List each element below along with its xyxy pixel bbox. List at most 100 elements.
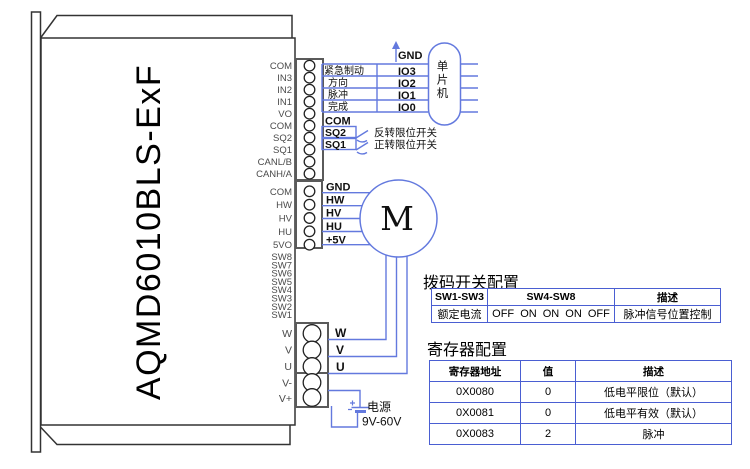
- register-desc-cell: 低电平有效（默认）: [575, 402, 732, 424]
- power-wires: [328, 389, 370, 428]
- io-label: IO2: [398, 78, 416, 90]
- wire-labels: GND IO3 IO2 IO1 IO0 紧急制动 方向 脉冲 完成 COM SQ…: [324, 50, 437, 429]
- device-model-label: AQMD6010BLS-ExF: [130, 64, 168, 400]
- pin-label: V+: [279, 393, 292, 405]
- column-header: SW1-SW3: [431, 288, 488, 306]
- pin-label: COM: [270, 61, 292, 72]
- power-supply-label: 电源: [367, 400, 391, 414]
- pin-label: HU: [278, 227, 292, 238]
- dip-table-title: 拨码开关配置: [423, 275, 520, 292]
- mcu-block: [427, 42, 462, 126]
- dip-pin-label: SW4: [271, 285, 292, 296]
- sq2-label: SQ2: [325, 127, 346, 139]
- gnd-arrow-icon: [392, 41, 400, 49]
- signal-wires: [321, 48, 478, 155]
- column-header: 寄存器地址: [429, 360, 521, 382]
- signal-label: 完成: [328, 100, 348, 113]
- dip-pin-label: SW8: [271, 252, 292, 263]
- io-label: IO0: [398, 102, 416, 114]
- limit-switch-label: 正转限位开关: [374, 138, 437, 151]
- motor-label: M: [380, 199, 414, 238]
- dip-pin-label: SW6: [271, 269, 292, 280]
- dip-pin-label: SW5: [271, 277, 292, 288]
- table-header-row: SW1-SW3 SW4-SW8 描述: [431, 288, 721, 306]
- column-header: 描述: [614, 288, 721, 306]
- dip-switch-table: SW1-SW3 SW4-SW8 描述 额定电流 OFF ON ON ON OFF…: [431, 288, 721, 323]
- device-body: [40, 37, 296, 426]
- terminal-holes: [302, 59, 322, 407]
- table-cell: 额定电流: [431, 305, 488, 323]
- table-cell: 脉冲信号位置控制: [614, 305, 721, 323]
- io-label: IO3: [398, 66, 416, 78]
- pin-label: HV: [279, 214, 293, 225]
- table-row: 0X0083 2 脉冲: [429, 423, 732, 445]
- power-range-label: 9V-60V: [362, 415, 401, 429]
- io-label: IO1: [398, 90, 416, 102]
- gnd-label: GND: [398, 50, 423, 62]
- mcu-label: 单 片 机: [437, 60, 449, 100]
- pin-label: IN2: [277, 85, 292, 96]
- register-table: 寄存器地址 值 描述 0X0080 0 低电平限位（默认） 0X0081 0 低…: [429, 360, 732, 445]
- pin-label: VO: [278, 109, 292, 120]
- register-table-title: 寄存器配置: [427, 342, 508, 359]
- pin-label: IN1: [277, 97, 292, 108]
- column-header: 描述: [575, 360, 732, 382]
- pin-label: SQ2: [273, 133, 292, 144]
- pin-label: IN3: [277, 73, 292, 84]
- table-row: 0X0080 0 低电平限位（默认）: [429, 381, 732, 403]
- phase-label: W: [335, 326, 347, 340]
- hall-label: HW: [326, 195, 345, 207]
- sq1-label: SQ1: [325, 139, 346, 151]
- mcu-label-char: 片: [437, 74, 449, 87]
- com-label: COM: [325, 116, 351, 128]
- dip-pin-label: SW2: [271, 302, 292, 313]
- register-value-cell: 0: [520, 381, 576, 403]
- register-value-cell: 0: [520, 402, 576, 424]
- register-value-cell: 2: [520, 423, 576, 445]
- hall-label: +5V: [326, 235, 347, 247]
- pin-label: COM: [270, 187, 292, 198]
- mount-flange: [30, 11, 42, 453]
- dip-pin-label: SW7: [271, 260, 292, 271]
- power-supply: [328, 389, 370, 428]
- register-address-cell: 0X0081: [429, 402, 521, 424]
- pin-labels: COM IN3 IN2 IN1 VO COM SQ2 SQ1 CANL/B CA…: [256, 61, 293, 405]
- phase-label: U: [336, 360, 345, 374]
- bottom-cap: [39, 425, 291, 446]
- dip-pin-label: SW1: [271, 310, 292, 321]
- hall-label: GND: [326, 182, 351, 194]
- mcu-label-char: 单: [437, 60, 449, 73]
- pin-label: SQ1: [273, 145, 292, 156]
- hall-label: HU: [326, 221, 342, 233]
- dip-pin-label: SW3: [271, 294, 292, 305]
- register-desc-cell: 低电平限位（默认）: [575, 381, 732, 403]
- hall-label: HV: [326, 208, 342, 220]
- battery-polarity-icon: [348, 400, 355, 411]
- register-address-cell: 0X0083: [429, 423, 521, 445]
- top-cap: [39, 14, 293, 39]
- register-desc-cell: 脉冲: [575, 423, 732, 445]
- pin-label: HW: [276, 200, 292, 211]
- signal-label: 紧急制动: [324, 64, 364, 77]
- table-row: 额定电流 OFF ON ON ON OFF 脉冲信号位置控制: [431, 305, 721, 323]
- pin-label: CANL/B: [258, 157, 292, 168]
- phase-label: V: [336, 343, 344, 357]
- table-row: 0X0081 0 低电平有效（默认）: [429, 402, 732, 424]
- pin-label: U: [284, 361, 292, 373]
- pin-label: CANH/A: [256, 169, 293, 180]
- mcu-label-char: 机: [437, 86, 449, 100]
- pin-label: V-: [282, 378, 292, 390]
- pin-label: W: [282, 328, 292, 340]
- pin-label: 5VO: [273, 240, 292, 251]
- pin-label: COM: [270, 121, 292, 132]
- limit-switch-label: 反转限位开关: [374, 126, 437, 139]
- hall-and-phase-wires: [322, 192, 408, 375]
- column-header: SW4-SW8: [487, 288, 615, 306]
- table-header-row: 寄存器地址 值 描述: [429, 360, 732, 382]
- register-address-cell: 0X0080: [429, 381, 521, 403]
- table-cell: OFF ON ON ON OFF: [487, 305, 615, 323]
- signal-label: 脉冲: [328, 88, 348, 101]
- column-header: 值: [520, 360, 576, 382]
